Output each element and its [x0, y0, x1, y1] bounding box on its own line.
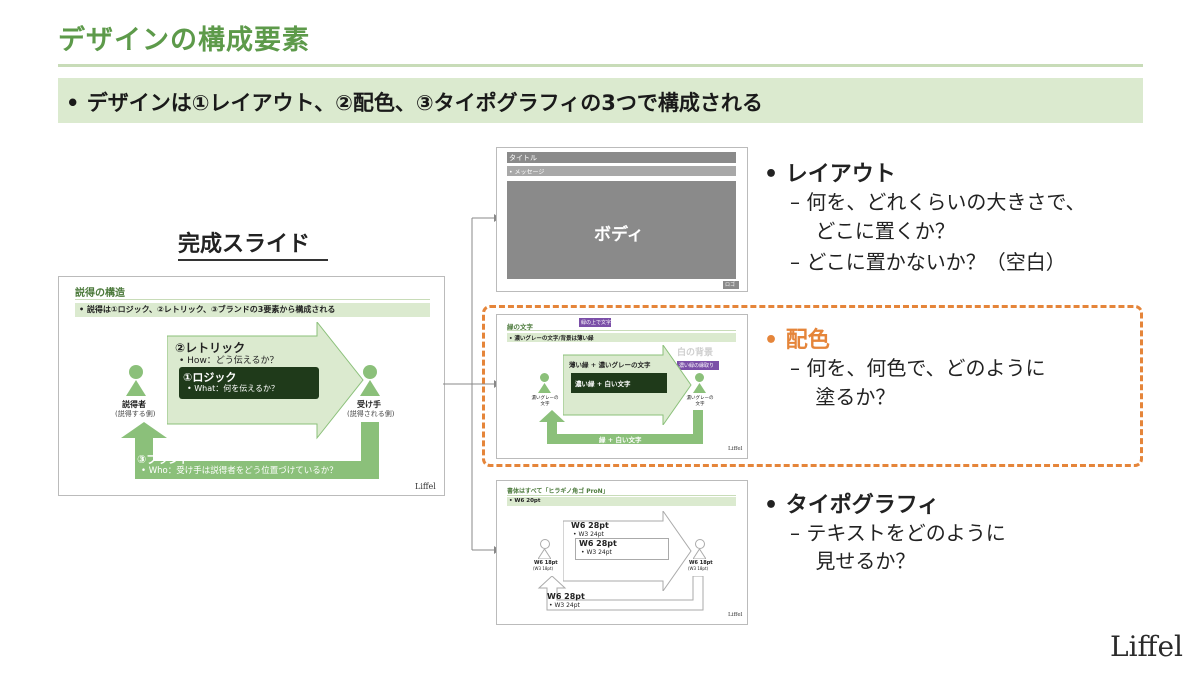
color-label: • 配色: [764, 328, 830, 353]
receiver-label: 受け手: [357, 400, 381, 409]
page-title: デザインの構成要素: [58, 25, 310, 56]
typo-right-person-sub: (W3 18pt): [688, 566, 709, 571]
color-thumb-rule: [507, 330, 736, 331]
layout-line-2: どこに置くか？: [790, 219, 955, 243]
layout-message-text: • メッセージ: [509, 169, 545, 176]
brand-label: ③ブランド: [137, 453, 191, 466]
typo-left-body-icon: [538, 549, 551, 559]
typo-big2: W6 28pt: [579, 539, 617, 548]
typo-inner-box: [575, 538, 669, 560]
layout-line-3: – どこに置かないか？（空白）: [790, 250, 1066, 274]
layout-line-1: – 何を、どれくらいの大きさで、: [790, 190, 1086, 214]
slide-title-rule: [75, 299, 430, 300]
title-divider: [58, 64, 1143, 67]
typo-small3: • W3 24pt: [549, 602, 580, 609]
typo-big1: W6 28pt: [571, 521, 609, 530]
layout-title-text: タイトル: [509, 154, 537, 162]
layout-logo-text: ロゴ: [725, 282, 736, 288]
slide-logo: Liffel: [415, 482, 436, 491]
completed-slide-thumbnail: 説得の構造 • 説得は①ロジック、②レトリック、③ブランドの3要素から構成される…: [58, 276, 445, 496]
typo-left-person: W6 18pt: [534, 560, 558, 566]
typo-thumb-title: 書体はすべて「ヒラギノ角ゴ ProN」: [507, 488, 609, 495]
typo-left-head-icon: [540, 539, 550, 549]
color-right-head-icon: [695, 373, 704, 382]
typo-thumb-bar-text: • W6 20pt: [509, 498, 541, 504]
typo-small1: • W3 24pt: [573, 531, 604, 538]
subtitle-text: • デザインは①レイアウト、②配色、③タイポグラフィの3つで構成される: [66, 91, 763, 115]
color-highlight-box: [482, 305, 1143, 467]
color-bg-tag-text: 濃い緑の縁取り: [679, 363, 715, 369]
slide-bar-text: • 説得は①ロジック、②レトリック、③ブランドの3要素から構成される: [79, 305, 336, 314]
layout-logo-box: [723, 281, 739, 289]
color-left-person-text: 濃いグレーの文字: [531, 396, 559, 407]
typo-thumb-logo: Liffel: [728, 612, 743, 618]
logic-sub: • What：何を伝えるか？: [187, 384, 280, 393]
color-bg-tag: [677, 361, 719, 370]
typography-line-1: – テキストをどのように: [790, 521, 1006, 545]
color-top-tag-text: 緑の上で文字: [581, 320, 612, 326]
subtitle-bar: [58, 78, 1143, 123]
rhetoric-label: ②レトリック: [175, 341, 246, 355]
color-thumbnail: 緑の文字 緑の上で文字 • 濃いグレーの文字/背景は薄い緑 白の背景 濃い緑の縁…: [496, 314, 748, 459]
color-thumb-logo: Liffel: [728, 446, 743, 452]
persuader-label: 説得者: [122, 400, 146, 409]
typo-bottom-arrow: [537, 576, 704, 611]
brand-arrow: [121, 422, 379, 479]
typo-thumb-rule: [507, 495, 736, 496]
layout-title-bar: [507, 152, 736, 163]
layout-label: • レイアウト: [764, 162, 896, 187]
typo-left-person-sub: (W3 18pt): [533, 566, 554, 571]
brand-sub: • Who：受け手は説得者をどう位置づけているか？: [141, 466, 338, 476]
color-thumb-bar-text: • 濃いグレーの文字/背景は薄い緑: [509, 336, 594, 342]
typo-small2: • W3 24pt: [581, 549, 612, 556]
typo-right-head-icon: [695, 539, 705, 549]
color-left-head-icon: [540, 373, 549, 382]
color-thumb-bar: [507, 333, 736, 342]
color-right-person-text: 濃いグレーの文字: [686, 396, 714, 407]
color-arrow-text: 薄い緑 + 濃いグレーの文字: [569, 361, 651, 369]
rhetoric-sub: • How：どう伝えるか？: [179, 356, 279, 366]
color-left-body-icon: [538, 383, 551, 393]
heading-underline: [178, 259, 328, 261]
receiver-body-icon: [360, 380, 380, 396]
color-bottom-arrow: [539, 410, 703, 444]
typo-right-person: W6 18pt: [689, 560, 713, 566]
color-line-2: 塗るか？: [790, 385, 896, 409]
completed-slide-heading: 完成スライド: [178, 232, 311, 257]
receiver-head-icon: [363, 365, 377, 379]
slide-title: 説得の構造: [75, 288, 125, 299]
persuader-sub: (説得する側): [115, 410, 156, 418]
receiver-sub: (説得される側): [347, 410, 395, 418]
color-thumb-title: 緑の文字: [507, 323, 533, 331]
logic-box: [179, 367, 319, 399]
typo-thumb-bar: [507, 497, 736, 506]
typography-line-2: 見せるか？: [790, 549, 916, 573]
persuader-head-icon: [129, 365, 143, 379]
color-bottom-text: 緑 + 白い文字: [599, 436, 642, 444]
logic-label: ①ロジック: [183, 371, 237, 384]
color-bg-label: 白の背景: [677, 348, 714, 358]
typo-big3: W6 28pt: [547, 592, 585, 601]
color-inner-box: [571, 373, 667, 393]
typography-label: • タイポグラフィ: [764, 493, 940, 518]
slide-bar: [75, 303, 430, 317]
color-line-1: – 何を、何色で、どのように: [790, 356, 1046, 380]
color-inner-text: 濃い緑 + 白い文字: [575, 380, 631, 388]
layout-body-area: [507, 181, 736, 279]
layout-body-text: ボディ: [594, 225, 644, 245]
persuader-body-icon: [126, 380, 146, 396]
typography-thumbnail: 書体はすべて「ヒラギノ角ゴ ProN」 • W6 20pt W6 28pt • …: [496, 480, 748, 625]
color-top-tag: [579, 318, 611, 327]
typo-arrow: [563, 511, 692, 591]
layout-message-bar: [507, 166, 736, 176]
typo-right-body-icon: [693, 549, 706, 559]
layout-thumbnail: タイトル • メッセージ ボディ ロゴ: [496, 147, 748, 292]
footer-logo: Liffel: [1110, 630, 1183, 663]
color-right-body-icon: [693, 383, 706, 393]
